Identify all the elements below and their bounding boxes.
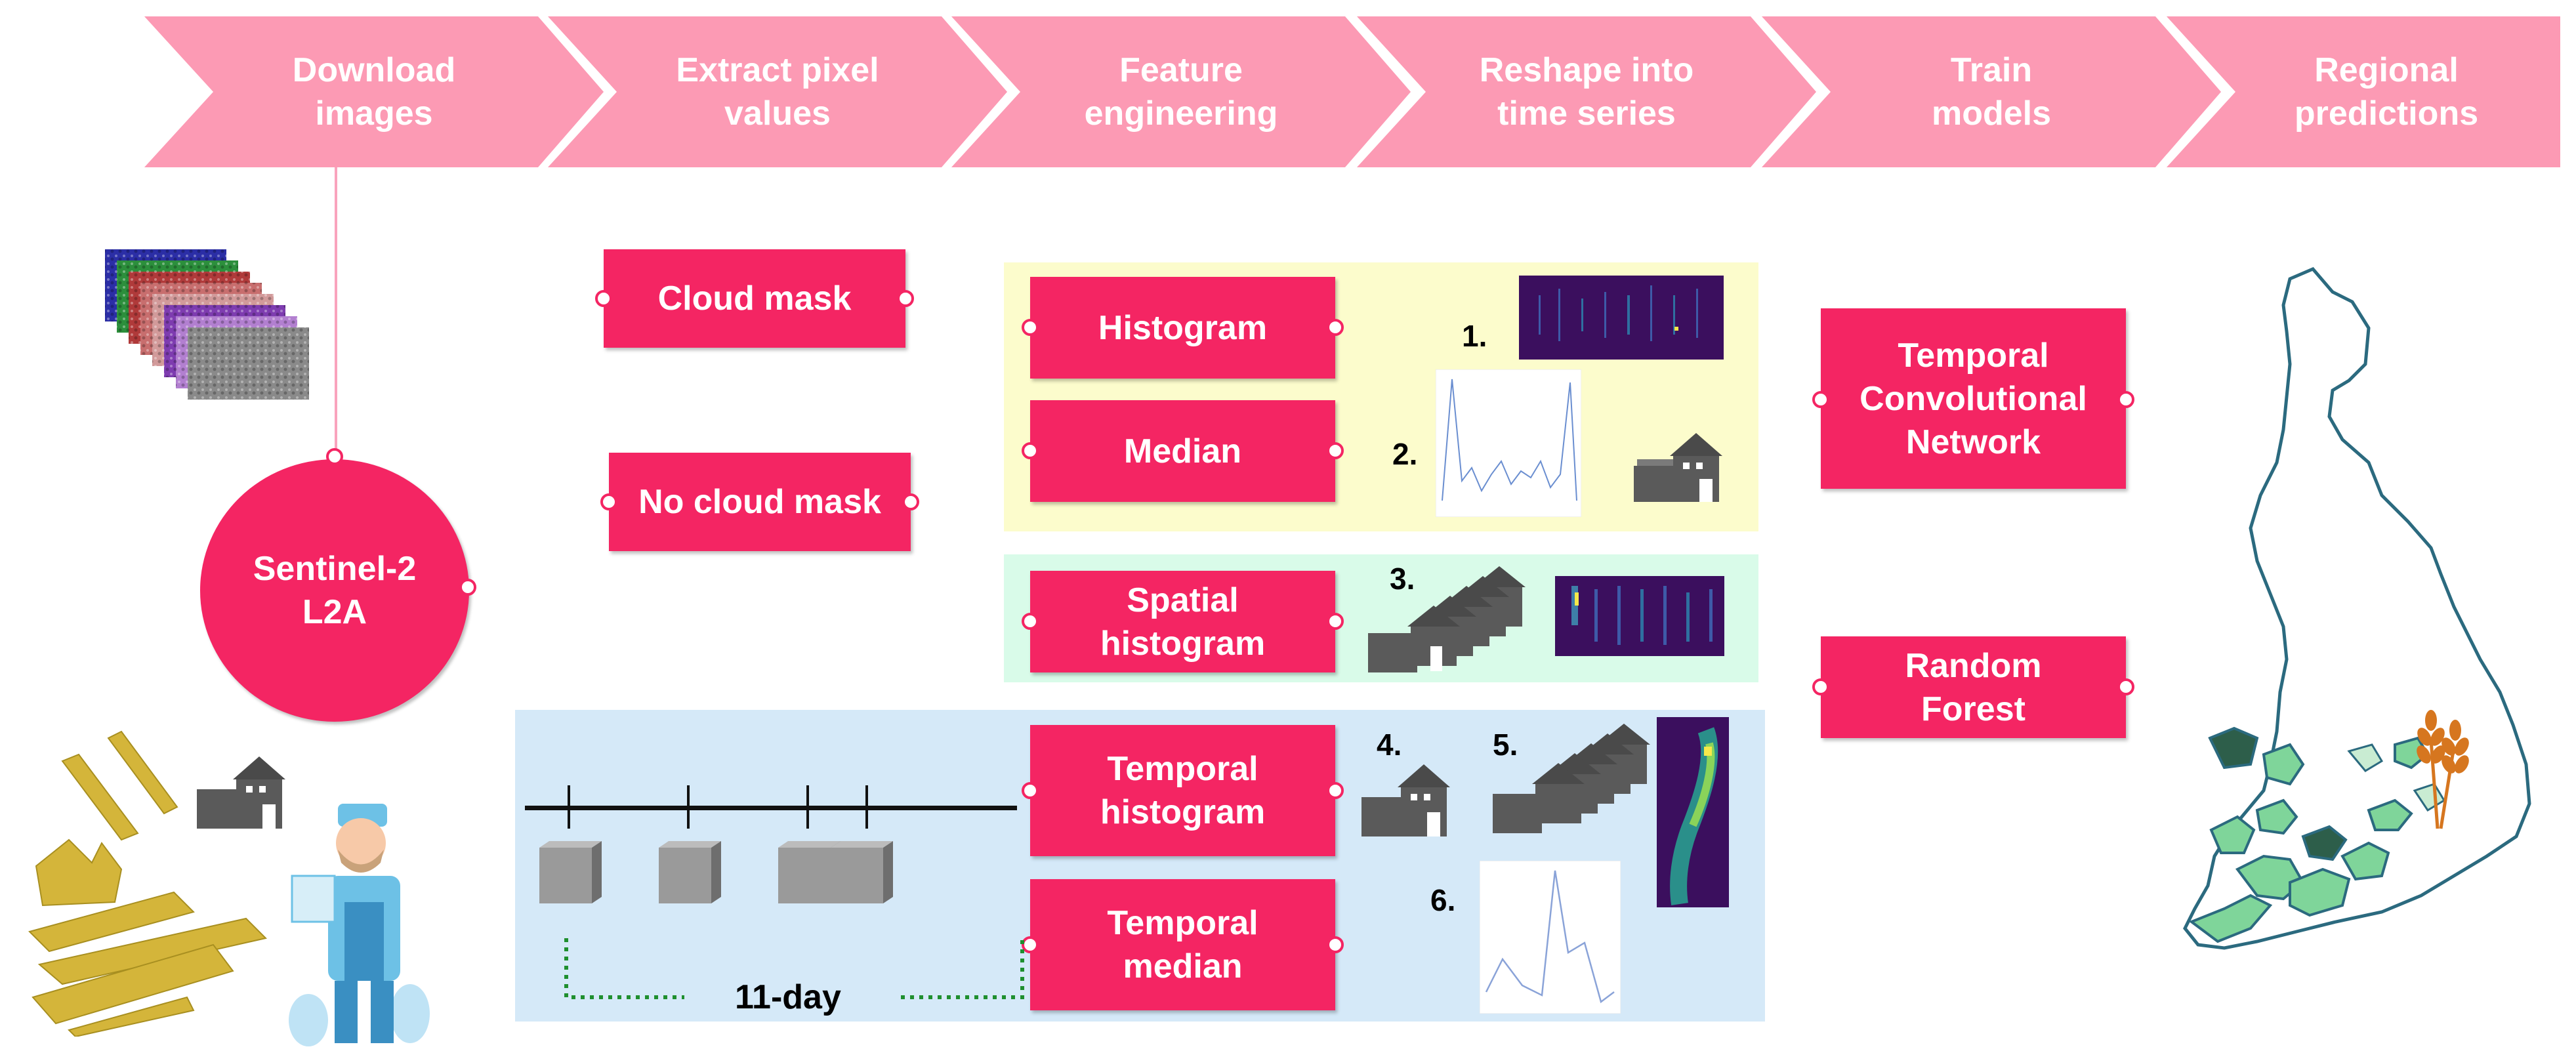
spatial-histogram-heatmap-thumbnail: [1555, 576, 1724, 656]
cloud-mask-node: Cloud mask: [604, 249, 905, 348]
histogram-port-left: [1022, 319, 1039, 336]
histogram-node: Histogram: [1030, 277, 1335, 379]
step-reshape: Reshape into time series: [1357, 16, 1816, 167]
wheat-icon: [2417, 710, 2469, 829]
sentinel-port-right: [459, 579, 476, 596]
image-cube-icon: [539, 841, 602, 903]
timeline-tick: [568, 785, 570, 829]
temporal-histogram-port-left: [1022, 782, 1039, 799]
finland-map: [2183, 266, 2531, 950]
sentinel-port-top: [326, 448, 343, 465]
spatial-histogram-port-left: [1022, 613, 1039, 630]
step-download: Download images: [144, 16, 604, 167]
chevron-shape: [1357, 16, 1816, 167]
histogram-port-right: [1327, 319, 1344, 336]
sentinel-node: Sentinel-2 L2A: [200, 459, 469, 722]
farmer-icon: [289, 804, 430, 1046]
series-number-1: 1.: [1462, 319, 1487, 353]
spatial-histogram-node: Spatial histogram: [1030, 571, 1335, 672]
step-feature-engineering: Feature engineering: [951, 16, 1411, 167]
step-regional-predictions: Regional predictions: [2167, 16, 2560, 167]
house-stack-icon: [1368, 566, 1526, 672]
temporal-histogram-heatmap-thumbnail: [1657, 717, 1729, 907]
step-extract: Extract pixel values: [548, 16, 1007, 167]
histogram-heatmap-thumbnail: [1519, 276, 1724, 360]
chevron-shape: [951, 16, 1411, 167]
house-icon: [1634, 433, 1722, 502]
cloud-mask-port-left: [595, 290, 612, 307]
tcn-port-right: [2117, 391, 2134, 408]
image-cube-icon: [831, 841, 893, 903]
chevron-shape: [2167, 16, 2560, 167]
step-label: Regional predictions: [2294, 51, 2479, 133]
step-label: Download images: [292, 51, 456, 133]
field-house-icon: [197, 756, 285, 829]
temporal-house-stack-icon: [1493, 724, 1650, 833]
timeline-tick: [865, 785, 868, 829]
chevron-shape: [144, 16, 604, 167]
tcn-port-left: [1812, 391, 1829, 408]
step-label: Feature engineering: [1084, 51, 1278, 133]
no-cloud-mask-port-right: [902, 493, 919, 510]
series-number-4: 4.: [1377, 728, 1402, 762]
temporal-median-line-thumbnail: [1480, 861, 1621, 1014]
temporal-house-icon: [1361, 764, 1450, 836]
chevron-shape: [548, 16, 1007, 167]
chevron-shape: [1762, 16, 2221, 167]
random-forest-port-left: [1812, 678, 1829, 695]
interval-bracket: [564, 938, 1024, 999]
interval-label: 11-day: [735, 978, 841, 1016]
field-parcels-icon: [28, 730, 267, 1037]
temporal-median-node: Temporal median: [1030, 879, 1335, 1010]
series-number-3: 3.: [1390, 562, 1415, 596]
temporal-median-port-right: [1327, 936, 1344, 953]
tcn-node: Temporal Convolutional Network: [1821, 308, 2126, 489]
step-train: Train models: [1762, 16, 2221, 167]
step-label: Reshape into time series: [1479, 51, 1694, 133]
cloud-mask-port-right: [897, 290, 914, 307]
median-line-thumbnail: [1436, 369, 1581, 517]
image-cube-icon: [659, 841, 721, 903]
sentinel-label: Sentinel-2 L2A: [253, 550, 417, 631]
series-number-5: 5.: [1493, 728, 1518, 762]
step-label: Train models: [1931, 51, 2052, 133]
download-connector: [335, 167, 337, 456]
temporal-histogram-port-right: [1327, 782, 1344, 799]
no-cloud-mask-node: No cloud mask: [609, 453, 911, 551]
median-node: Median: [1030, 400, 1335, 502]
spatial-histogram-port-right: [1327, 613, 1344, 630]
temporal-histogram-node: Temporal histogram: [1030, 725, 1335, 856]
no-cloud-mask-port-left: [600, 493, 617, 510]
median-port-left: [1022, 442, 1039, 459]
series-number-2: 2.: [1392, 437, 1418, 471]
timeline-axis: [525, 806, 1017, 810]
timeline-tick: [806, 785, 809, 829]
random-forest-port-right: [2117, 678, 2134, 695]
timeline-tick: [687, 785, 690, 829]
temporal-median-port-left: [1022, 936, 1039, 953]
median-port-right: [1327, 442, 1344, 459]
series-number-6: 6.: [1430, 883, 1456, 917]
random-forest-node: Random Forest: [1821, 636, 2126, 738]
satellite-image-stack-icon: [105, 249, 309, 400]
step-label: Extract pixel values: [676, 51, 879, 133]
